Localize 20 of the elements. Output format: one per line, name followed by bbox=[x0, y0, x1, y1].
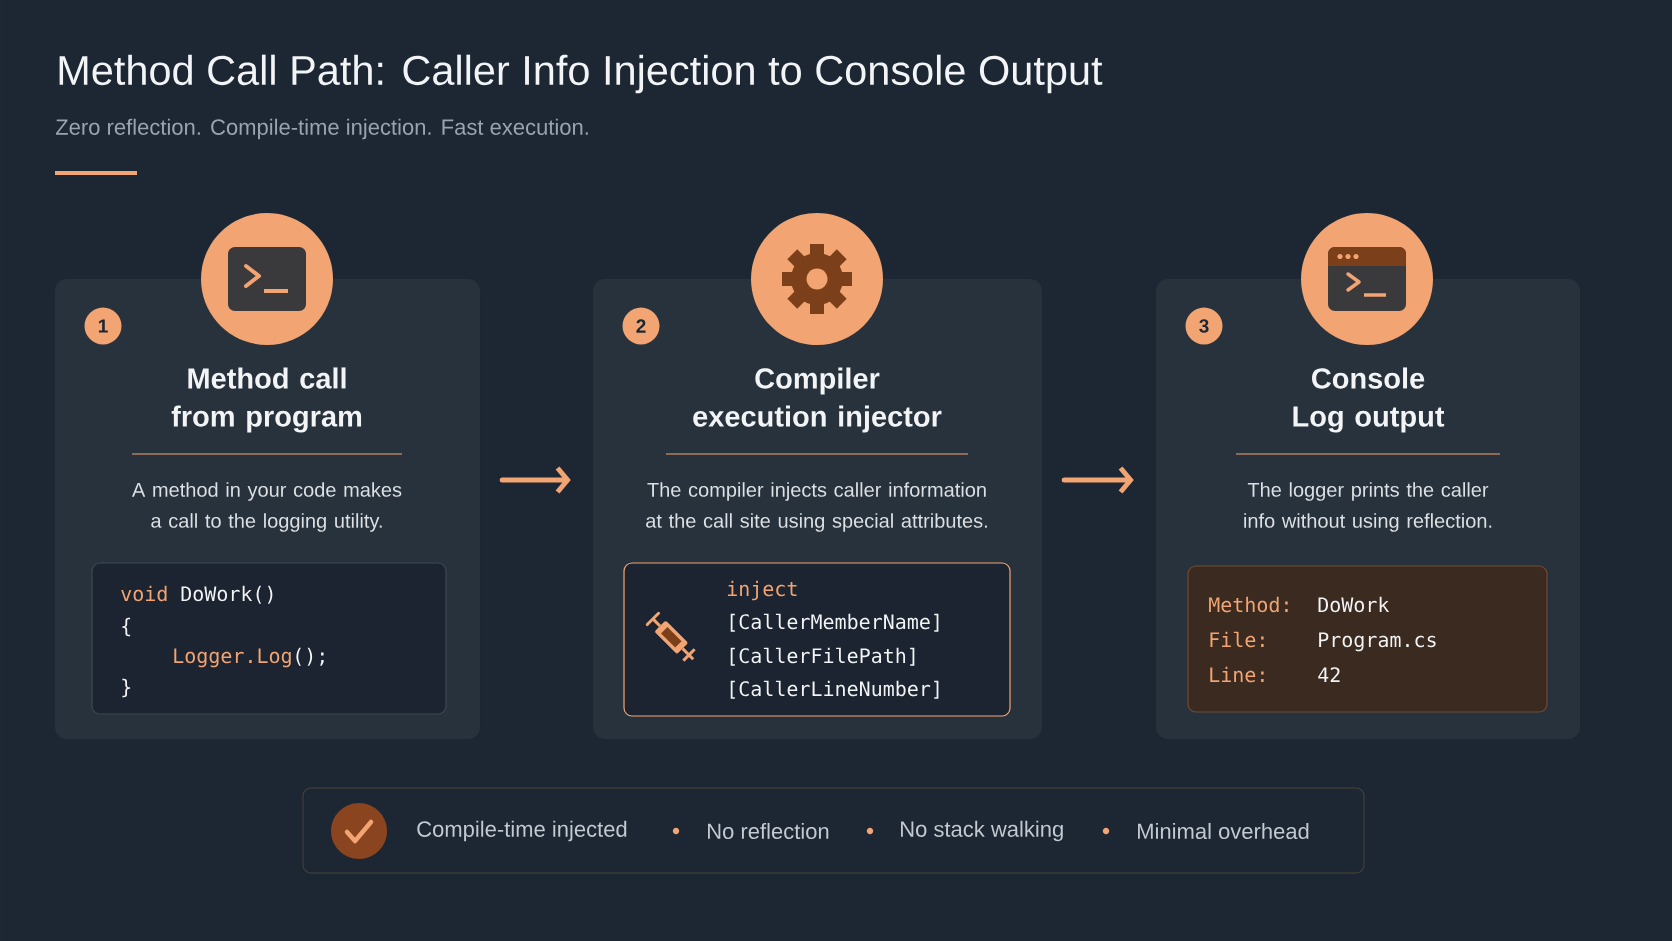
code-block: Method: DoWork File: Program.cs Line: 42 bbox=[1187, 565, 1548, 713]
feature-label: Compile-time injected bbox=[417, 820, 627, 842]
description-text: A method in your code makes a call to the logging utility. bbox=[132, 482, 402, 532]
feature-label: Minimal overhead bbox=[1138, 822, 1309, 840]
subtitle: Zero reflection. Compile-time injection. Fast execution. bbox=[55, 118, 588, 140]
feature-label: No reflection bbox=[708, 822, 829, 840]
step-badge: 1 bbox=[84, 307, 122, 345]
arrow bbox=[1061, 466, 1134, 494]
code-block: void DoWork() { Logger.Log (); } bbox=[91, 562, 447, 715]
step-heading: Console Log output bbox=[1293, 367, 1445, 433]
description-text: The logger prints the caller info without using reflection. bbox=[1244, 482, 1492, 532]
feature-label: No stack walking bbox=[901, 820, 1063, 842]
step-heading: Compiler execution injector bbox=[693, 367, 942, 433]
step-heading: Method call from program bbox=[171, 367, 362, 433]
step-badge: 3 bbox=[1185, 307, 1223, 345]
arrow bbox=[499, 466, 571, 494]
title: Method Call Path: Caller Info Injection to Console Output bbox=[59, 54, 1103, 94]
step-badge: 2 bbox=[622, 307, 660, 345]
code-block: inject [CallerMemberName] [CallerFilePath] [CallerLineNumber] bbox=[623, 562, 1011, 717]
description-text: The compiler injects caller information at the call site using special attributes. bbox=[646, 482, 987, 532]
